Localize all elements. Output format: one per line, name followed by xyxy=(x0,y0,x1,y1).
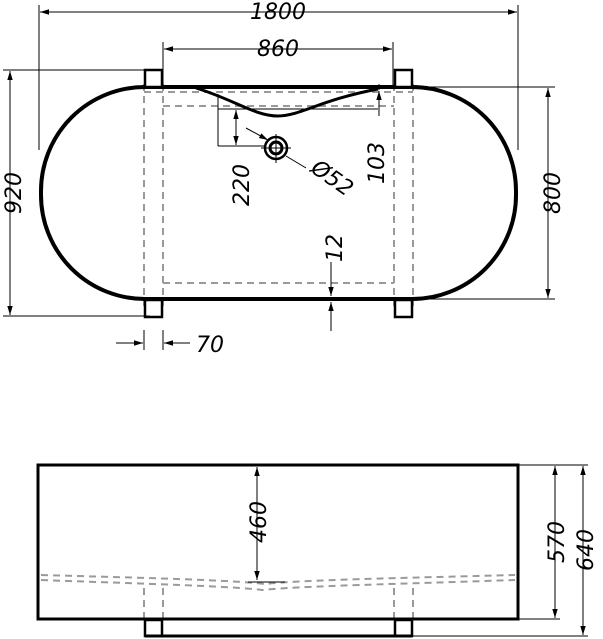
top-view-dimension-lines xyxy=(7,9,551,346)
tub-side-body xyxy=(36,463,520,621)
dim-inner-width: 800 xyxy=(541,172,566,214)
dim-drain-offset: 220 xyxy=(230,164,255,206)
dim-drain-diameter: Ø52 xyxy=(305,155,357,202)
dim-overall-length: 1800 xyxy=(250,0,306,25)
dim-body-height: 570 xyxy=(545,521,570,563)
side-foot-right xyxy=(393,618,414,638)
tub-outline xyxy=(39,85,518,301)
top-view-extension-lines xyxy=(3,5,555,350)
side-view-dimension-lines xyxy=(254,466,586,635)
dim-total-height: 640 xyxy=(574,529,599,571)
side-view: 460 570 640 xyxy=(36,463,599,638)
side-view-extension-lines xyxy=(248,464,588,637)
foot-top-right xyxy=(393,68,414,89)
dim-overall-width: 920 xyxy=(2,172,27,214)
drain xyxy=(261,134,291,163)
dim-interior-depth: 460 xyxy=(247,501,272,543)
foot-bottom-right xyxy=(393,298,414,319)
dim-rim-dip: 103 xyxy=(365,142,390,184)
dim-feet-spacing: 860 xyxy=(257,37,299,62)
dim-wall-gap: 12 xyxy=(323,234,348,262)
foot-top-left xyxy=(143,68,164,89)
side-foot-left xyxy=(143,618,164,638)
dim-foot-width: 70 xyxy=(196,333,224,358)
rim-curve xyxy=(195,86,379,118)
side-view-hidden-lines xyxy=(40,574,516,618)
foot-bottom-left xyxy=(143,298,164,319)
top-view: 1800 860 920 800 220 Ø52 103 12 70 xyxy=(2,0,566,358)
